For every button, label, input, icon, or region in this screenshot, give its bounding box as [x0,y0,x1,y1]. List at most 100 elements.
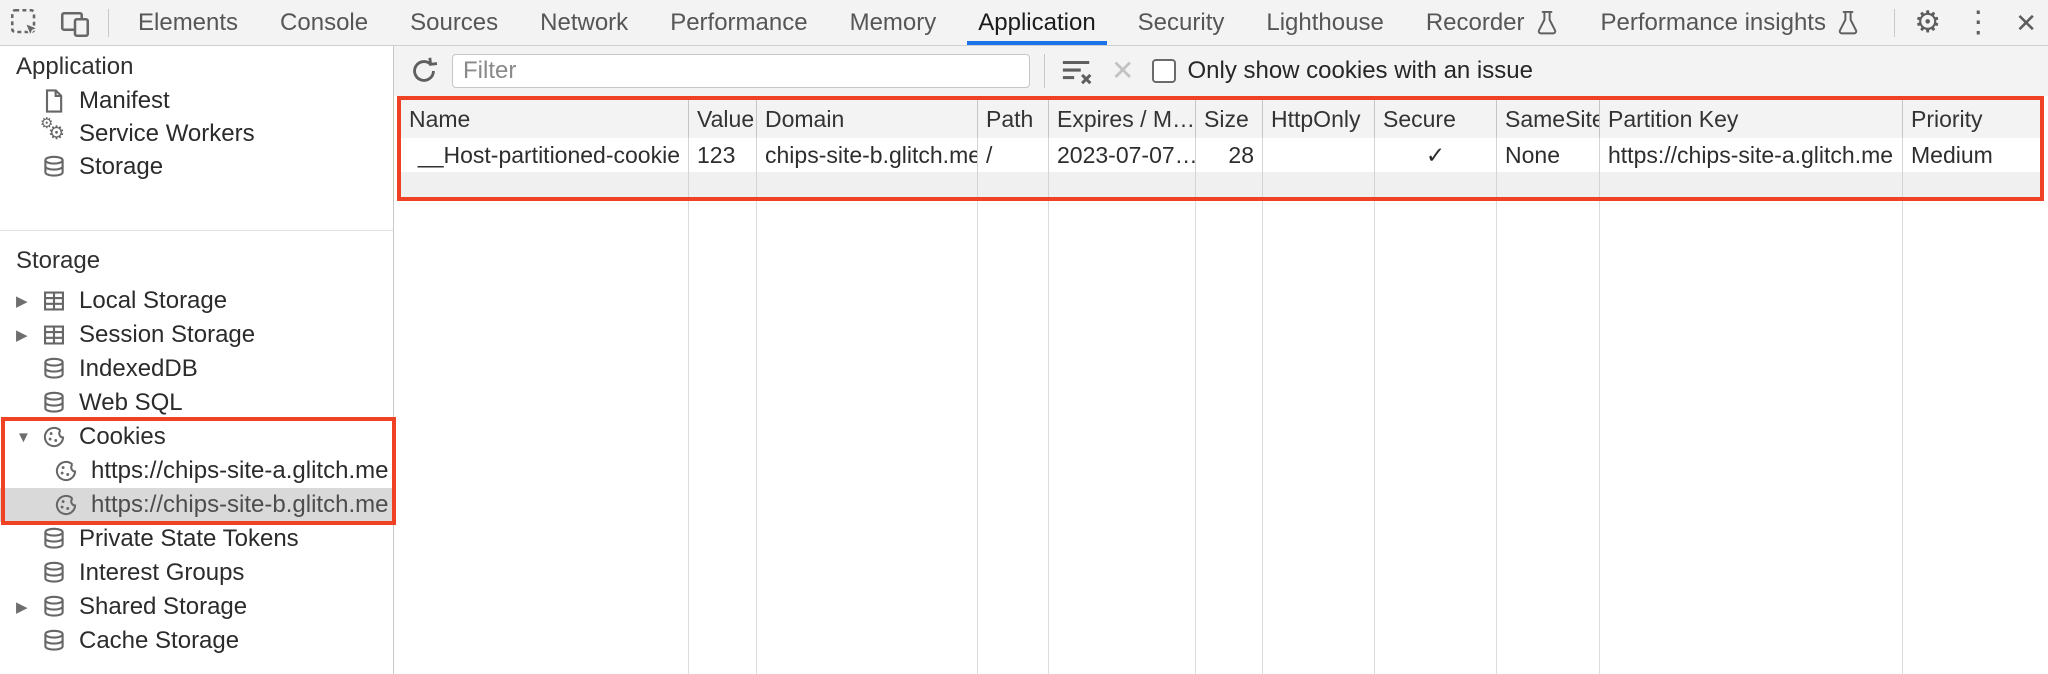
sidebar-item-shared-storage[interactable]: ▶ Shared Storage [0,590,393,624]
tab-sources[interactable]: Sources [389,0,519,45]
toolbar-divider [1894,8,1896,37]
tab-console[interactable]: Console [259,0,389,45]
sidebar-item-label: Service Workers [79,119,255,147]
sidebar-item-private-state-tokens[interactable]: Private State Tokens [0,522,393,556]
sidebar-item-local-storage[interactable]: ▶ Local Storage [0,284,393,318]
filter-input[interactable] [452,54,1030,88]
clear-filter-icon[interactable] [1059,55,1095,87]
cell-value[interactable]: 123 [689,138,757,172]
toolbar-divider [108,8,109,37]
database-icon [40,389,68,417]
sidebar-item-label: Shared Storage [79,593,248,620]
inspect-element-icon[interactable] [0,0,50,46]
tab-performance[interactable]: Performance [649,0,828,45]
sidebar-item-session-storage[interactable]: ▶ Session Storage [0,318,393,352]
column-header-expires[interactable]: Expires / M… [1049,100,1196,138]
sidebar-item-interest-groups[interactable]: Interest Groups [0,556,393,590]
only-issue-checkbox-label: Only show cookies with an issue [1187,57,1533,84]
sidebar-item-label: IndexedDB [79,355,198,382]
database-icon [40,593,68,621]
column-header-path[interactable]: Path [978,100,1049,138]
chevron-collapsed-icon[interactable]: ▶ [16,599,28,616]
column-header-partition-key[interactable]: Partition Key [1600,100,1903,138]
sidebar-item-cookies[interactable]: ▼ Cookies [0,420,393,454]
only-issue-checkbox[interactable] [1152,59,1177,83]
chevron-collapsed-icon[interactable]: ▶ [16,327,28,344]
settings-gear-icon[interactable]: ⚙ [1914,5,1942,39]
cell-expires[interactable]: 2023-07-07… [1049,138,1196,172]
sidebar-item-storage[interactable]: Storage [0,150,393,183]
sidebar-item-service-workers[interactable]: ⚙⚙ Service Workers [0,115,393,150]
sidebar-item-label: https://chips-site-b.glitch.me [91,491,389,518]
tab-recorder[interactable]: Recorder [1405,0,1580,45]
column-header-name[interactable]: Name [401,100,689,138]
experiment-flask-icon [1838,10,1858,34]
column-header-priority[interactable]: Priority [1911,105,1983,132]
application-panel-sidebar: Application Manifest ⚙⚙ Service Workers … [0,46,394,674]
tab-label: Network [540,9,629,36]
tab-application[interactable]: Application [957,0,1116,45]
cell-name[interactable]: __Host-partitioned-cookie [401,138,689,172]
sidebar-item-label: Manifest [79,86,170,114]
tab-performance-insights[interactable]: Performance insights [1580,0,1881,45]
column-header-secure[interactable]: Secure [1375,100,1497,138]
database-icon [40,627,68,655]
sidebar-item-label: Storage [79,152,164,180]
tab-memory[interactable]: Memory [829,0,958,45]
sidebar-section-application-title: Application [16,53,134,80]
cookie-table-header: Name Value Domain Path Expires / M… Size… [401,100,2040,138]
cell-partition-key[interactable]: https://chips-site-a.glitch.me [1600,138,1903,172]
column-header-httponly[interactable]: HttpOnly [1263,100,1375,138]
sidebar-item-cookies-site-a[interactable]: https://chips-site-a.glitch.me [0,454,393,488]
cell-domain[interactable]: chips-site-b.glitch.me [757,138,978,172]
column-header-size[interactable]: Size [1196,100,1263,138]
sidebar-item-web-sql[interactable]: Web SQL [0,386,393,420]
more-options-kebab-icon[interactable]: ⋮ [1963,5,1994,39]
table-grid-icon [40,321,68,349]
sidebar-item-label: Cache Storage [79,627,240,654]
refresh-icon[interactable] [408,55,440,87]
database-icon [40,355,68,383]
cell-path[interactable]: / [978,138,1049,172]
tab-label: Lighthouse [1266,9,1384,36]
cookie-icon [52,457,80,485]
cookies-toolbar: ✕ Only show cookies with an issue [394,46,2048,96]
table-grid-icon [40,287,68,315]
column-header-domain[interactable]: Domain [757,100,978,138]
database-icon [40,559,68,587]
database-icon [40,525,68,553]
tab-label: Recorder [1425,9,1525,36]
tab-label: Elements [138,9,239,36]
close-devtools-icon[interactable]: ✕ [2015,7,2037,38]
cookies-panel: ✕ Only show cookies with an issue Name V… [394,46,2048,674]
sidebar-item-label: Cookies [79,423,166,450]
cell-size[interactable]: 28 [1196,138,1263,172]
tab-label: Performance insights [1600,9,1826,36]
cookie-icon [40,423,68,451]
device-toolbar-icon[interactable] [50,0,100,46]
tabbar-right-controls: ⚙ ⋮ ✕ [1886,0,2048,46]
sidebar-item-manifest[interactable]: Manifest [0,84,393,117]
chevron-expanded-icon[interactable]: ▼ [16,428,31,446]
tab-network[interactable]: Network [519,0,649,45]
cell-secure-checkmark[interactable]: ✓ [1375,138,1497,172]
sidebar-item-label: Private State Tokens [79,525,299,552]
sidebar-item-cookies-site-b[interactable]: https://chips-site-b.glitch.me [0,488,393,522]
cell-samesite[interactable]: None [1497,138,1600,172]
column-header-value[interactable]: Value [689,100,757,138]
tab-lighthouse[interactable]: Lighthouse [1245,0,1404,45]
tab-label: Application [978,9,1096,36]
cookie-table-row[interactable]: __Host-partitioned-cookie 123 chips-site… [401,138,2040,172]
cell-priority[interactable]: Medium [1911,141,1993,168]
sidebar-item-indexeddb[interactable]: IndexedDB [0,352,393,386]
cell-httponly[interactable] [1263,138,1375,172]
column-header-samesite[interactable]: SameSite [1497,100,1600,138]
sidebar-section-storage-title: Storage [16,247,101,274]
sidebar-item-cache-storage[interactable]: Cache Storage [0,624,393,658]
tab-elements[interactable]: Elements [117,0,259,45]
sidebar-item-label: Web SQL [79,389,183,416]
cookie-icon [52,491,80,519]
chevron-collapsed-icon[interactable]: ▶ [16,293,28,310]
sidebar-item-label: Local Storage [79,287,228,314]
tab-security[interactable]: Security [1117,0,1246,45]
